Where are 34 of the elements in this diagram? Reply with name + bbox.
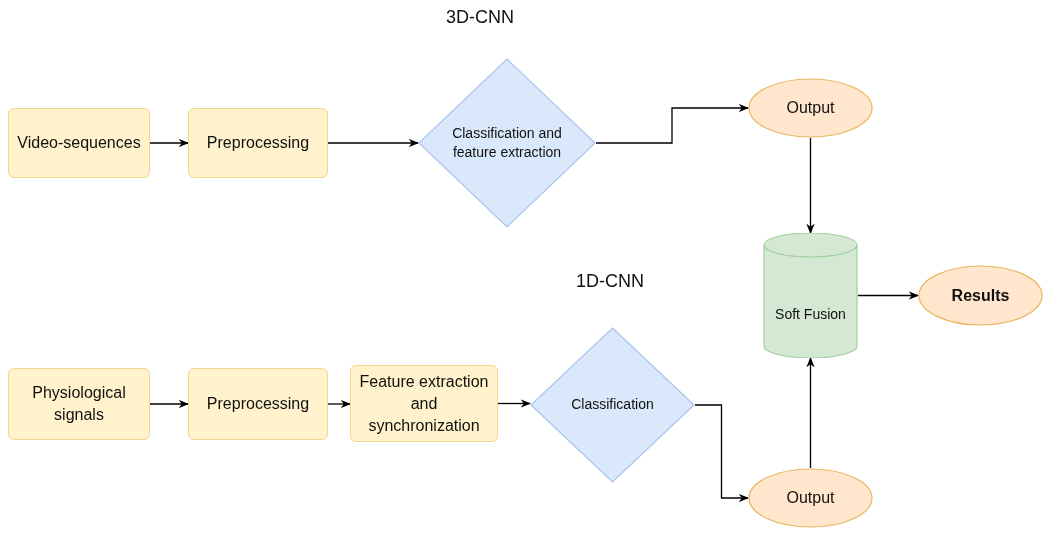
node-label: Soft Fusion [775, 304, 846, 324]
arrow [497, 399, 532, 408]
terminal-ellipse [748, 78, 873, 138]
arrow [806, 137, 815, 235]
process-box [8, 368, 150, 440]
arrow [595, 103, 750, 144]
database-cylinder [763, 233, 858, 358]
decision-diamond [418, 58, 596, 228]
section-title: 3D-CNN [445, 6, 515, 29]
node-label: Preprocessing [205, 133, 311, 153]
arrow [857, 291, 920, 300]
node-label: Results [950, 285, 1011, 306]
process-box [350, 365, 498, 442]
arrow [327, 138, 420, 148]
node-label: Preprocessing [205, 394, 311, 414]
node-label: Classification [570, 395, 655, 415]
node-label: Feature extraction and synchronization [358, 371, 490, 436]
arrow [806, 356, 815, 469]
section-title: 1D-CNN [575, 270, 645, 293]
arrow [327, 399, 352, 409]
node-label: Output [785, 98, 836, 118]
process-box [188, 368, 328, 440]
node-label: Classification and feature extraction [451, 123, 563, 162]
arrow [149, 399, 190, 409]
arrow [149, 138, 190, 148]
decision-diamond [530, 327, 695, 483]
terminal-ellipse [918, 265, 1043, 326]
node-label: Physiological signals [31, 383, 127, 425]
process-box [188, 108, 328, 178]
node-label: Video-sequences [16, 133, 142, 153]
process-box [8, 108, 150, 178]
node-label: Output [785, 488, 836, 508]
arrow [694, 404, 750, 503]
terminal-ellipse [748, 468, 873, 528]
